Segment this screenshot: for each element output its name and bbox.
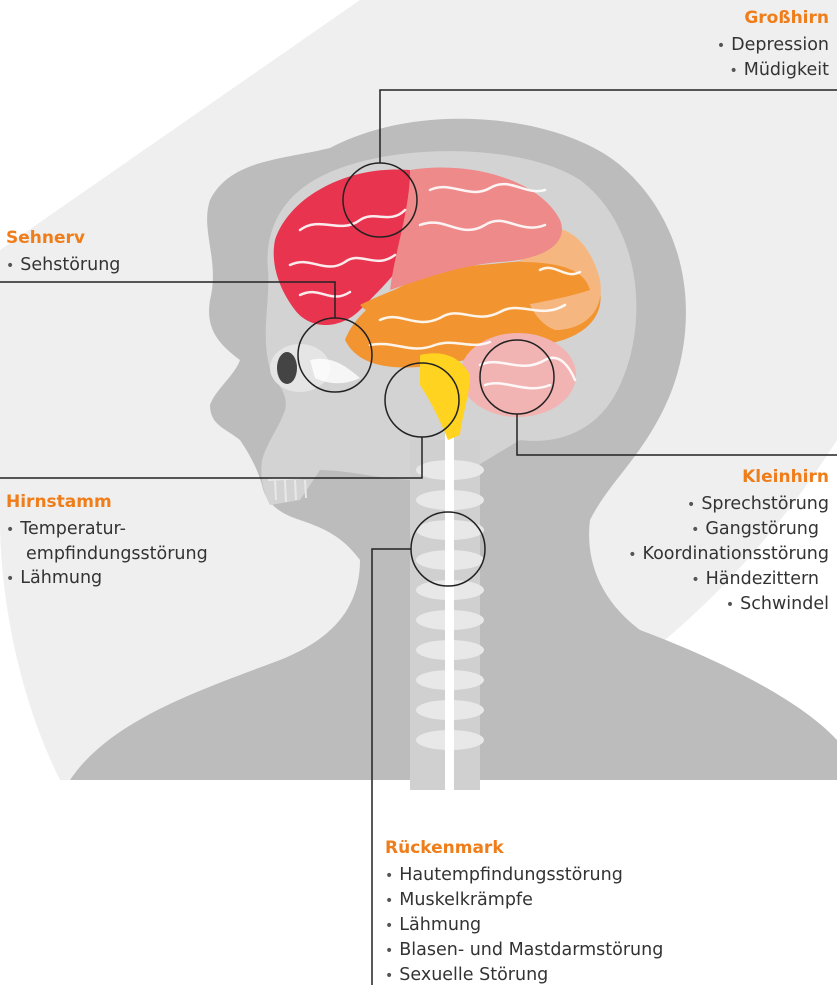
label-title: Hirnstamm <box>6 490 208 514</box>
list-item: •Sexuelle Störung <box>385 963 663 988</box>
list-item: •Muskelkrämpfe <box>385 888 663 913</box>
list-item-continuation: empfindungsstörung <box>6 542 208 566</box>
list-item: •Lähmung <box>6 566 208 591</box>
list-item: •Sprechstörung <box>628 492 829 517</box>
label-grosshirn: Großhirn •Depression •Müdigkeit <box>717 6 829 83</box>
list-item: •Lähmung <box>385 913 663 938</box>
list-item: •Depression <box>717 33 829 58</box>
list-item: •Händezittern <box>628 567 829 592</box>
label-kleinhirn: Kleinhirn •Sprechstörung •Gangstörung •K… <box>628 465 829 617</box>
label-title: Rückenmark <box>385 836 663 860</box>
label-title: Großhirn <box>717 6 829 30</box>
list-item: •Gangstörung <box>628 517 829 542</box>
label-title: Kleinhirn <box>628 465 829 489</box>
list-item: •Sehstörung <box>6 253 120 278</box>
label-rueckenmark: Rückenmark •Hautempfindungsstörung •Musk… <box>385 836 663 988</box>
list-item: •Müdigkeit <box>717 58 829 83</box>
list-item: •Schwindel <box>628 592 829 617</box>
label-title: Sehnerv <box>6 226 120 250</box>
label-hirnstamm: Hirnstamm •Temperatur- empfindungsstörun… <box>6 490 208 591</box>
list-item: •Blasen- und Mastdarmstörung <box>385 938 663 963</box>
spine <box>410 420 484 790</box>
list-item: •Temperatur- <box>6 517 208 542</box>
list-item: •Hautempfindungsstörung <box>385 863 663 888</box>
list-item: •Koordinationsstörung <box>628 542 829 567</box>
label-sehnerv: Sehnerv •Sehstörung <box>6 226 120 278</box>
